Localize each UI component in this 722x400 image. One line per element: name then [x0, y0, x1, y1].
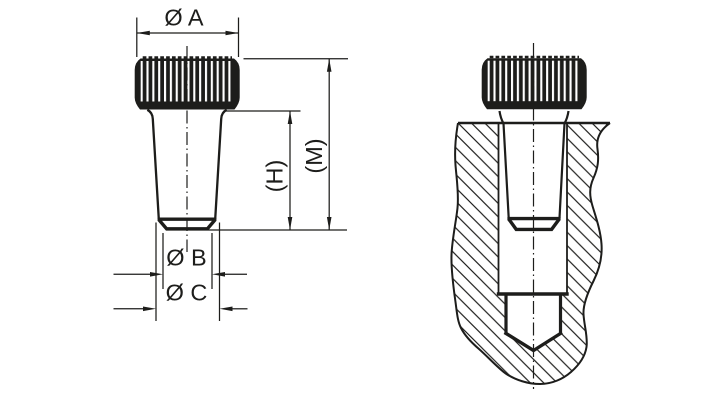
- knurl-stripes: [487, 60, 581, 102]
- dimension-diameter-b: [113, 233, 247, 289]
- installed-plug-body: [498, 110, 570, 232]
- tip-chamfer: [507, 217, 561, 232]
- dimension-height-h: [287, 111, 293, 230]
- tapped-hole: [496, 123, 569, 353]
- dimension-height-m: [326, 58, 332, 230]
- dim-label-diameter-a: Ø A: [164, 5, 204, 31]
- arrowhead-down-icon: [287, 217, 293, 230]
- dimension-diameter-c: [113, 222, 248, 321]
- side-view-figure: Ø A (H) (M) Ø B: [113, 5, 348, 321]
- dim-label-height-h: (H): [262, 160, 288, 193]
- arrowhead-right-icon: [143, 306, 156, 312]
- block-outline: [450, 122, 611, 386]
- arrowhead-down-icon: [326, 217, 332, 230]
- hatched-block-section: [451, 123, 610, 384]
- dim-label-height-m: (M): [301, 138, 327, 173]
- arrowhead-right-icon: [225, 30, 239, 36]
- knurled-head: [481, 55, 587, 110]
- arrowhead-left-icon: [136, 30, 150, 36]
- arrowhead-left-icon: [219, 306, 233, 312]
- dim-label-diameter-c: Ø C: [166, 280, 208, 306]
- arrowhead-left-icon: [212, 272, 225, 277]
- arrowhead-up-icon: [287, 111, 293, 124]
- dimension-diameter-a: [136, 17, 240, 57]
- arrowhead-up-icon: [326, 58, 332, 72]
- section-view-figure: [450, 43, 611, 389]
